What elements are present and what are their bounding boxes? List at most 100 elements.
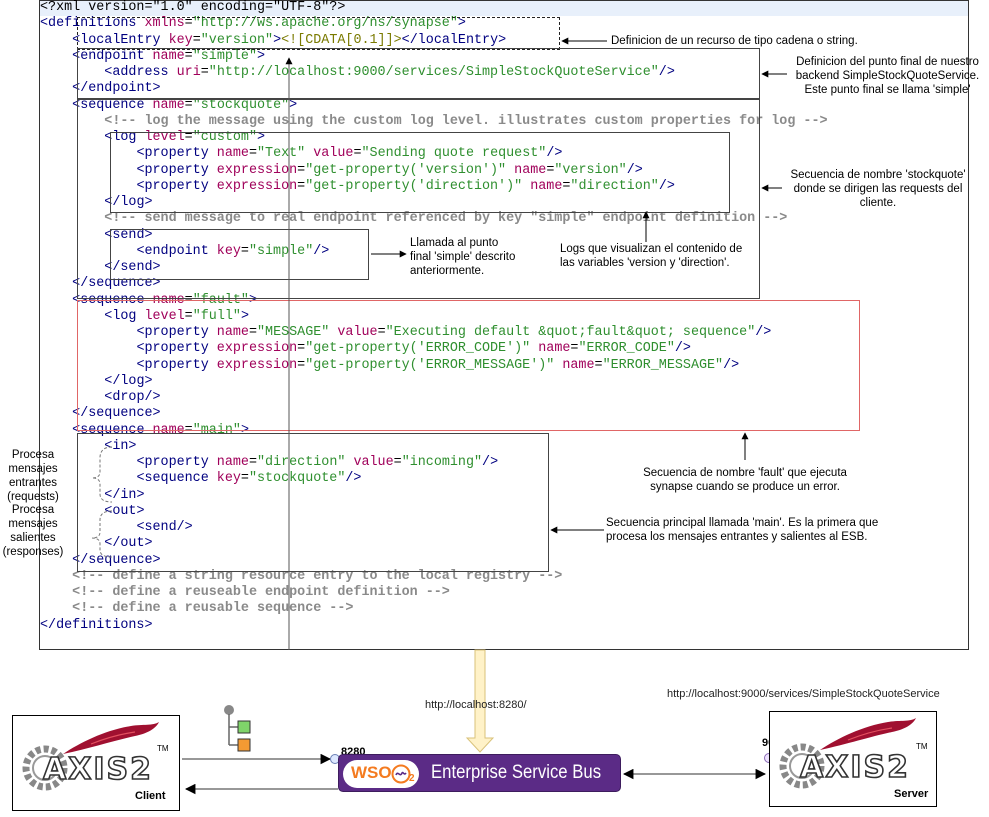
code-token: uri: [176, 65, 201, 80]
note-fault: Secuencia de nombre 'fault' que ejecuta …: [643, 467, 847, 493]
server-url-label: http://localhost:9000/services/SimpleSto…: [667, 688, 940, 700]
code-token: <out>: [104, 503, 145, 519]
code-token: =: [184, 130, 193, 145]
code-token: </sequence>: [72, 552, 161, 568]
code-token: <endpoint: [136, 243, 217, 259]
code-token: <!-- send message to real endpoint refer…: [104, 211, 788, 227]
apache-feather-icon: [820, 718, 916, 750]
code-token: />: [658, 178, 675, 194]
code-token: "Sending quote request": [361, 146, 547, 162]
code-line: </sequence>: [40, 552, 161, 569]
code-token: "http://localhost:9000/services/SimpleSt…: [208, 65, 659, 80]
code-token: "get-property('ERROR_CODE')": [305, 341, 531, 357]
code-token: "ERROR_CODE": [578, 341, 675, 357]
code-token: expression: [216, 162, 298, 178]
code-line: <property name="MESSAGE" value="Executin…: [40, 325, 771, 341]
code-token: <definitions: [40, 16, 145, 32]
code-line: <endpoint key="simple"/>: [40, 244, 329, 260]
code-token: />: [674, 341, 691, 357]
code-token: >: [289, 97, 298, 113]
note-responses: Procesa mensajes salientes (responses): [2, 504, 64, 558]
code-line: <localEntry key="version"><![CDATA[0.1]]…: [40, 33, 506, 49]
code-panel: [39, 0, 969, 650]
code-token: <address: [104, 65, 177, 80]
code-line: <sequence key="stockquote"/>: [40, 471, 361, 487]
code-token: =: [594, 357, 603, 373]
code-token: <endpoint: [72, 48, 153, 64]
client-logo-text: AXIS2: [42, 751, 153, 788]
code-token: =: [248, 455, 257, 470]
server-logo-text: AXIS2: [799, 749, 910, 786]
code-token: <!-- define a reuseable endpoint definit…: [72, 585, 450, 600]
log-box: [110, 132, 730, 213]
client-node: AXIS2 TM Client: [12, 715, 180, 811]
code-token: key: [168, 32, 193, 48]
code-token: value: [353, 455, 394, 470]
code-token: value: [337, 325, 378, 340]
code-token: "Text": [257, 146, 306, 162]
code-token: =: [297, 162, 306, 178]
code-token: name: [514, 162, 547, 178]
code-token: name: [216, 455, 249, 470]
server-node: AXIS2 TM Server: [769, 711, 937, 807]
code-line: <?xml version="1.0" encoding="UTF-8"?>: [40, 0, 345, 16]
esb-label: Enterprise Service Bus: [431, 762, 602, 783]
note-main: Secuencia principal llamada 'main'. Es l…: [606, 517, 879, 543]
code-token: =: [297, 341, 306, 357]
code-token: =: [353, 146, 362, 162]
code-token: >: [273, 32, 282, 48]
code-token: =: [546, 162, 555, 178]
note-requests: Procesa mensajes entrantes (requests): [7, 449, 59, 503]
code-token: <property: [136, 146, 217, 162]
code-token: =: [562, 178, 571, 194]
code-token: </endpoint>: [72, 81, 161, 97]
code-token: />: [313, 243, 330, 259]
code-token: =: [570, 341, 579, 357]
code-line: <in>: [40, 439, 136, 455]
code-token: </log>: [104, 373, 153, 389]
code-token: "ERROR_MESSAGE": [602, 357, 724, 373]
code-token: <send>: [104, 227, 153, 243]
code-token: level: [144, 130, 185, 145]
code-line: <!-- define a reuseable endpoint definit…: [40, 585, 450, 601]
code-token: "simple": [248, 243, 314, 259]
code-token: >: [457, 16, 466, 32]
code-line: <property expression="get-property('dire…: [40, 178, 675, 195]
code-token: <property: [136, 325, 217, 340]
code-token: <property: [136, 357, 217, 373]
code-header-bar: [40, 1, 968, 16]
code-line: </log>: [40, 195, 152, 211]
code-token: "http://ws.apache.org/ns/synapse": [192, 16, 458, 32]
code-token: =: [184, 16, 193, 32]
esb-node: WSO 2 Enterprise Service Bus: [338, 754, 621, 792]
code-line: <send>: [40, 227, 153, 244]
code-token: </in>: [104, 487, 145, 503]
code-token: =: [297, 357, 306, 373]
code-line: <definitions xmlns="http://ws.apache.org…: [40, 16, 466, 32]
code-token: name: [530, 178, 563, 194]
local-entry-box: [77, 17, 560, 50]
xml-code: <?xml version="1.0" encoding="UTF-8"?><d…: [40, 0, 968, 650]
code-token: />: [723, 357, 740, 373]
code-token: name: [562, 357, 595, 373]
code-line: <property name="direction" value="incomi…: [40, 455, 498, 471]
endpoint-box: [77, 48, 760, 100]
wso2-sub: 2: [409, 773, 415, 784]
code-token: <property: [136, 162, 217, 178]
code-line: </in>: [40, 488, 144, 504]
code-token: </sequence>: [72, 276, 161, 292]
apache-feather-icon: [63, 722, 159, 754]
code-token: "Executing default &quot;fault&quot; seq…: [385, 325, 756, 340]
code-token: "direction": [257, 455, 346, 470]
code-line: <out>: [40, 504, 144, 520]
code-line: </send>: [40, 260, 160, 276]
wso2-circle-icon: [391, 764, 411, 784]
code-token: =: [184, 308, 193, 324]
code-token: <in>: [104, 438, 137, 454]
code-token: "simple": [192, 48, 258, 64]
code-token: value: [313, 146, 354, 162]
code-token: "get-property('version')": [305, 162, 507, 178]
code-token: "get-property('ERROR_MESSAGE')": [305, 357, 555, 373]
wso2-logo: [343, 760, 419, 788]
code-token: "version": [554, 162, 627, 178]
